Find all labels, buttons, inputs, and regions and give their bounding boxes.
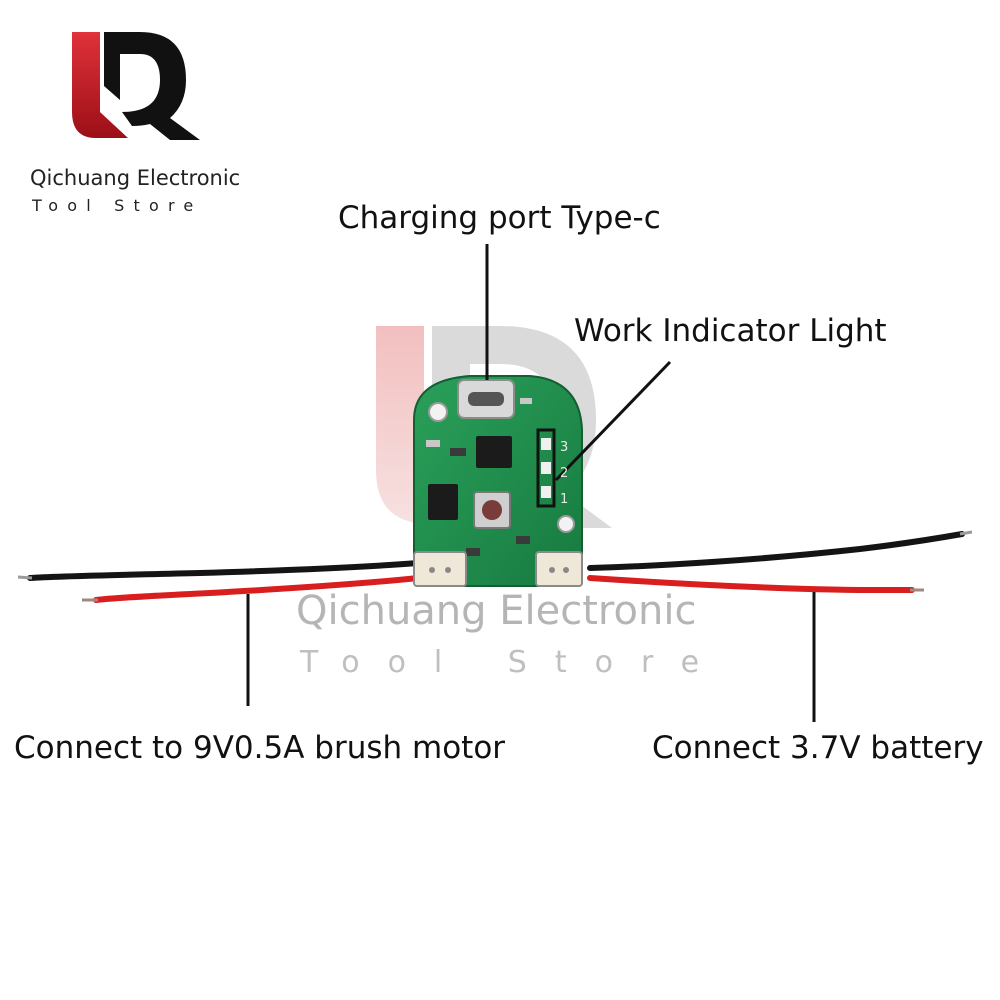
label-battery: Connect 3.7V battery — [652, 730, 984, 766]
label-work-light: Work Indicator Light — [574, 313, 887, 349]
led-number-3: 3 — [560, 440, 569, 455]
led-number-2: 2 — [560, 466, 569, 481]
pcb-board — [413, 375, 583, 587]
motor-wires — [17, 560, 421, 603]
label-charging-port: Charging port Type-c — [338, 200, 661, 236]
work-indicator-leds — [536, 428, 556, 508]
callout-lines — [246, 244, 816, 722]
label-motor: Connect to 9V0.5A brush motor — [14, 730, 506, 766]
watermark-name: Qichuang Electronic — [296, 588, 697, 634]
brand-logo — [72, 32, 200, 140]
brand-name: Qichuang Electronic — [30, 166, 241, 190]
line-work-light — [554, 360, 672, 482]
battery-connector — [535, 551, 583, 587]
ic-chip-left — [428, 484, 458, 520]
brand-subtitle: Tool Store — [32, 196, 203, 215]
ic-chip-u4 — [476, 436, 512, 468]
battery-wires — [587, 530, 973, 593]
logo-red-l — [72, 32, 128, 138]
led-number-1: 1 — [560, 492, 569, 507]
watermark-subtitle: Tool Store — [300, 645, 728, 680]
logo-black-q — [104, 32, 200, 140]
motor-connector — [413, 551, 467, 587]
